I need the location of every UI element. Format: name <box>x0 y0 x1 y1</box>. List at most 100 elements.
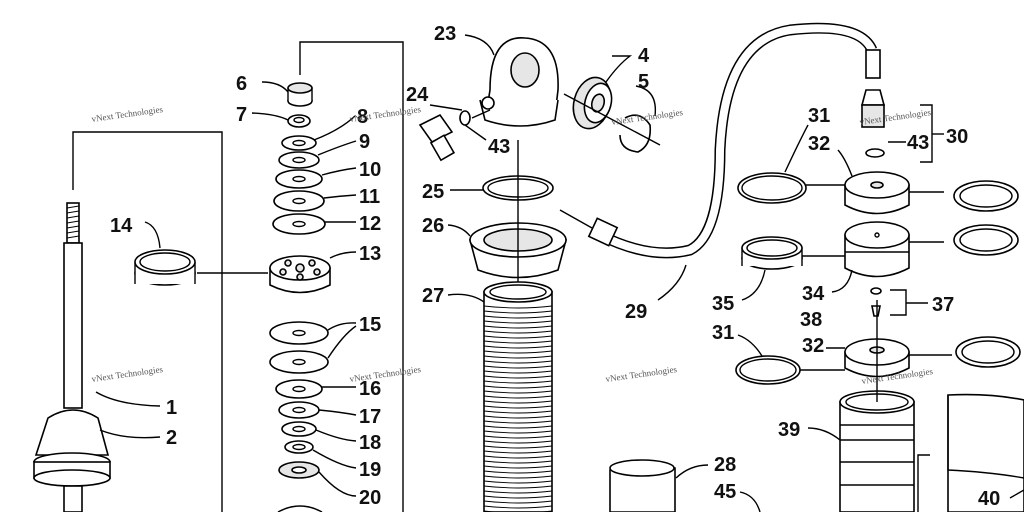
tube-thread-line <box>483 440 553 444</box>
callout-39: 39 <box>778 419 800 441</box>
callout-26: 26 <box>422 215 444 237</box>
tube-thread-line <box>483 415 553 419</box>
callout-8: 8 <box>357 106 368 128</box>
leader-11 <box>323 194 357 199</box>
leader-15a <box>327 322 357 331</box>
tube-thread-line <box>483 345 553 349</box>
callout-4: 4 <box>638 45 650 67</box>
bumper <box>34 409 110 456</box>
reservoir-parts <box>735 124 952 512</box>
bracket-40 <box>917 454 930 512</box>
callout-16: 16 <box>359 378 381 400</box>
leader-18 <box>315 429 357 442</box>
tube-thread-line <box>483 435 553 439</box>
tube-thread-line <box>483 490 553 494</box>
leader-14 <box>144 221 161 249</box>
parts-4-5 <box>563 55 661 153</box>
callout-29: 29 <box>625 301 647 323</box>
callout-17: 17 <box>359 406 381 428</box>
leader-24-to-body <box>471 109 491 119</box>
tube-thread-line <box>483 325 553 329</box>
seal-rings-right <box>953 180 1021 368</box>
leader-10 <box>321 167 357 176</box>
tube-thread-line <box>483 380 553 384</box>
bumper-ring-bottom <box>33 469 111 487</box>
leader-bracket-stack <box>299 41 404 512</box>
tube-thread-line <box>483 390 553 394</box>
callout-6: 6 <box>236 73 247 95</box>
tube-thread-line <box>483 305 553 309</box>
tube-thread-line <box>483 420 553 424</box>
watermark: vNext Technologies <box>611 107 684 127</box>
callout-1: 1 <box>166 397 177 419</box>
leader-23 <box>464 34 495 56</box>
callout-31a: 31 <box>808 105 830 127</box>
leader-43a <box>464 124 487 141</box>
tube-thread-line <box>483 310 553 314</box>
tube-thread-line <box>483 400 553 404</box>
callout-32b: 32 <box>802 335 824 357</box>
shaft-thread-lines <box>66 205 80 239</box>
callout-18: 18 <box>359 432 381 454</box>
bracket-37 <box>890 289 907 316</box>
leader-2 <box>99 429 161 439</box>
tube-thread-line <box>483 470 553 474</box>
callout-9: 9 <box>359 131 370 153</box>
tube-thread-line <box>483 465 553 469</box>
leader-45 <box>739 491 761 512</box>
tube-thread-line <box>483 475 553 479</box>
tube-thread-line <box>483 445 553 449</box>
callout-27: 27 <box>422 285 444 307</box>
washer-stack <box>251 41 404 512</box>
tube-thread-line <box>483 335 553 339</box>
callout-12: 12 <box>359 213 381 235</box>
leader-5 <box>635 85 657 117</box>
tube-thread-line <box>483 460 553 464</box>
leader-26 <box>447 224 471 237</box>
callout-20: 20 <box>359 487 381 509</box>
tube-thread-line <box>483 330 553 334</box>
leader-7 <box>251 112 289 121</box>
tube-thread-line <box>483 320 553 324</box>
callout-43b: 43 <box>907 132 929 154</box>
leader-13 <box>329 251 357 259</box>
tube-thread-line <box>483 375 553 379</box>
leader-1 <box>95 391 161 407</box>
callout-2: 2 <box>166 427 177 449</box>
tube-thread-line <box>483 450 553 454</box>
tube-thread-line <box>483 385 553 389</box>
tube-thread-line <box>483 360 553 364</box>
callout-34: 34 <box>802 283 825 305</box>
tube-thread-line <box>483 370 553 374</box>
watermark: vNext Technologies <box>91 364 164 384</box>
tube-thread-line <box>483 355 553 359</box>
callout-14: 14 <box>110 215 133 237</box>
callout-31b: 31 <box>712 322 734 344</box>
callout-19: 19 <box>359 459 381 481</box>
tube-thread-line <box>483 410 553 414</box>
leader-27 <box>447 293 485 303</box>
tube-thread-line <box>483 500 553 504</box>
leader-24 <box>429 104 463 111</box>
callout-15: 15 <box>359 314 381 336</box>
leader-20 <box>318 471 357 497</box>
callout-25: 25 <box>422 181 444 203</box>
leader-17 <box>318 409 357 416</box>
callout-43a: 43 <box>488 136 510 158</box>
callout-10: 10 <box>359 159 381 181</box>
valve-30 <box>860 89 944 163</box>
shaft-rod <box>63 242 83 409</box>
leader-35 <box>741 269 766 301</box>
tube-thread-line <box>483 430 553 434</box>
tube-thread-line <box>483 425 553 429</box>
leader-19 <box>312 449 357 469</box>
leader-39 <box>807 427 841 441</box>
tube-thread-line <box>483 455 553 459</box>
tube-thread-line <box>483 405 553 409</box>
watermark: vNext Technologies <box>349 364 422 384</box>
callout-28: 28 <box>714 454 736 476</box>
leader-34 <box>831 269 853 293</box>
callout-30: 30 <box>946 126 968 148</box>
tube-thread-line <box>483 505 553 509</box>
callout-24: 24 <box>406 84 429 106</box>
